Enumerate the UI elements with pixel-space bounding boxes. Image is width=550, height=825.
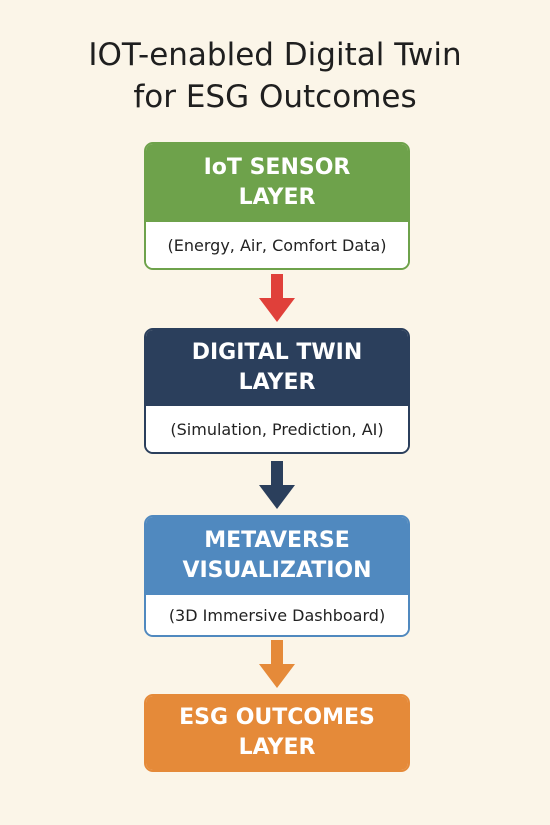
metaverse-visualization-box: METAVERSE VISUALIZATION (3D Immersive Da… (144, 515, 410, 637)
diagram-title: IOT-enabled Digital Twin for ESG Outcome… (0, 34, 550, 118)
digital-twin-layer-title-2: LAYER (238, 370, 316, 395)
title-line-1: IOT-enabled Digital Twin (88, 37, 462, 73)
esg-outcomes-layer-title-1: ESG OUTCOMES (179, 705, 375, 730)
metaverse-visualization-header: METAVERSE VISUALIZATION (146, 517, 408, 595)
esg-outcomes-layer-box: ESG OUTCOMES LAYER (144, 694, 410, 772)
esg-outcomes-layer-header: ESG OUTCOMES LAYER (146, 696, 408, 770)
iot-sensor-layer-subtitle: (Energy, Air, Comfort Data) (146, 222, 408, 268)
iot-sensor-layer-title-2: LAYER (238, 185, 316, 210)
down-arrow-icon (259, 461, 295, 509)
iot-sensor-layer-title-1: IoT SENSOR (203, 155, 351, 180)
digital-twin-layer-box: DIGITAL TWIN LAYER (Simulation, Predicti… (144, 328, 410, 454)
digital-twin-layer-title-1: DIGITAL TWIN (191, 340, 363, 365)
digital-twin-layer-header: DIGITAL TWIN LAYER (146, 330, 408, 406)
digital-twin-layer-subtitle: (Simulation, Prediction, AI) (146, 406, 408, 452)
metaverse-visualization-title-1: METAVERSE (204, 528, 350, 553)
iot-sensor-layer-header: IoT SENSOR LAYER (146, 144, 408, 222)
esg-outcomes-layer-title-2: LAYER (238, 735, 316, 760)
metaverse-visualization-title-2: VISUALIZATION (182, 558, 372, 583)
down-arrow-icon (259, 640, 295, 688)
title-line-2: for ESG Outcomes (133, 79, 417, 115)
down-arrow-icon (259, 274, 295, 322)
metaverse-visualization-subtitle: (3D Immersive Dashboard) (146, 595, 408, 635)
iot-sensor-layer-box: IoT SENSOR LAYER (Energy, Air, Comfort D… (144, 142, 410, 270)
